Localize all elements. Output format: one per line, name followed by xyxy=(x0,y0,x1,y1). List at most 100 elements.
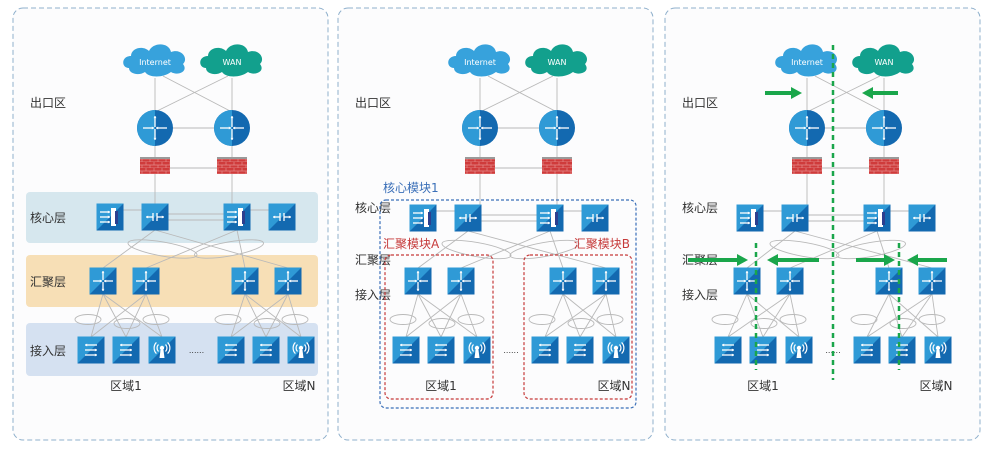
cloud-shape xyxy=(852,44,915,77)
wireless-ap-icon[interactable] xyxy=(785,336,813,364)
access-switch-icon[interactable] xyxy=(714,336,742,364)
core-switch-icon[interactable] xyxy=(454,204,482,232)
panel-frame xyxy=(337,7,654,441)
link-aggregation-ellipse xyxy=(428,318,456,329)
aggregation-switch-icon[interactable] xyxy=(592,267,620,295)
firewall-icon[interactable] xyxy=(869,157,899,174)
link-line xyxy=(236,229,246,269)
router-icon[interactable] xyxy=(789,110,825,146)
traffic-direction-arrow-icon xyxy=(765,87,802,99)
router-icon[interactable] xyxy=(866,110,902,146)
link-line xyxy=(244,293,302,338)
access-switch-icon[interactable] xyxy=(853,336,881,364)
link-line xyxy=(549,230,564,269)
link-line xyxy=(605,293,617,338)
access-switch-icon[interactable] xyxy=(427,336,455,364)
firewall-icon[interactable] xyxy=(792,157,822,174)
internet-cloud[interactable]: Internet xyxy=(123,44,186,77)
link-aggregation-ellipse xyxy=(74,314,102,325)
core-switch-firewall-icon[interactable] xyxy=(536,204,564,232)
core-switch-icon[interactable] xyxy=(268,203,296,231)
aggregation-switch-icon[interactable] xyxy=(404,267,432,295)
wireless-ap-icon[interactable] xyxy=(287,336,315,364)
aggregation-switch-icon[interactable] xyxy=(274,267,302,295)
wireless-ap-icon[interactable] xyxy=(463,336,491,364)
link-aggregation-ellipse xyxy=(127,239,198,259)
label-core-layer: 核心层 xyxy=(30,211,66,225)
access-switch-icon[interactable] xyxy=(77,336,105,364)
wireless-ap-icon[interactable] xyxy=(602,336,630,364)
label-aggregation-module-a: 汇聚模块A xyxy=(383,237,440,251)
area-ellipsis: ...... xyxy=(189,346,204,355)
access-switch-icon[interactable] xyxy=(217,336,245,364)
link-line xyxy=(806,75,881,113)
access-switch-icon[interactable] xyxy=(566,336,594,364)
link-line xyxy=(931,293,939,338)
aggregation-switch-icon[interactable] xyxy=(918,267,946,295)
router-icon[interactable] xyxy=(137,110,173,146)
wan-cloud[interactable]: WAN xyxy=(852,44,915,77)
core-switch-icon[interactable] xyxy=(781,204,809,232)
aggregation-switch-icon[interactable] xyxy=(549,267,577,295)
traffic-direction-arrow-icon xyxy=(688,254,748,266)
label-aggregation-module-b: 汇聚模块B xyxy=(574,237,630,251)
link-aggregation-ellipse xyxy=(389,314,417,325)
link-aggregation-ellipse xyxy=(889,318,917,329)
firewall-icon[interactable] xyxy=(217,157,247,174)
aggregation-switch-icon[interactable] xyxy=(132,267,160,295)
core-switch-icon[interactable] xyxy=(141,203,169,231)
link-line xyxy=(102,293,163,338)
core-switch-firewall-icon[interactable] xyxy=(409,204,437,232)
wireless-ap-icon[interactable] xyxy=(924,336,952,364)
firewall-icon[interactable] xyxy=(140,157,170,174)
aggregation-switch-icon[interactable] xyxy=(447,267,475,295)
access-switch-icon[interactable] xyxy=(749,336,777,364)
link-line xyxy=(866,293,890,338)
firewall-icon[interactable] xyxy=(465,157,495,174)
label-area-1: 区域1 xyxy=(425,379,457,393)
wan-cloud[interactable]: WAN xyxy=(525,44,588,77)
aggregation-switch-icon[interactable] xyxy=(776,267,804,295)
internet-cloud[interactable]: Internet xyxy=(775,44,838,77)
cloud-label: WAN xyxy=(223,58,242,67)
core-switch-icon[interactable] xyxy=(581,204,609,232)
core-switch-firewall-icon[interactable] xyxy=(736,204,764,232)
router-icon[interactable] xyxy=(214,110,250,146)
core-switch-icon[interactable] xyxy=(908,204,936,232)
wireless-ap-icon[interactable] xyxy=(148,336,176,364)
firewall-icon[interactable] xyxy=(542,157,572,174)
aggregation-switch-icon[interactable] xyxy=(89,267,117,295)
link-aggregation-ellipse xyxy=(113,318,141,329)
link-line xyxy=(405,293,462,338)
link-line xyxy=(440,293,462,338)
core-switch-firewall-icon[interactable] xyxy=(223,203,251,231)
label-access-layer: 接入层 xyxy=(682,287,718,302)
core-switch-firewall-icon[interactable] xyxy=(863,204,891,232)
links xyxy=(389,75,624,338)
link-line xyxy=(727,293,791,338)
link-aggregation-ellipse xyxy=(918,314,946,325)
cloud-label: WAN xyxy=(548,58,567,67)
link-aggregation-ellipse xyxy=(836,239,906,260)
router-icon[interactable] xyxy=(539,110,575,146)
access-switch-icon[interactable] xyxy=(392,336,420,364)
links xyxy=(74,75,309,338)
aggregation-switch-icon[interactable] xyxy=(231,267,259,295)
wan-cloud[interactable]: WAN xyxy=(200,44,263,77)
access-switch-icon[interactable] xyxy=(888,336,916,364)
internet-cloud[interactable]: Internet xyxy=(448,44,511,77)
access-switch-icon[interactable] xyxy=(531,336,559,364)
traffic-direction-arrow-icon xyxy=(862,87,898,99)
access-switch-icon[interactable] xyxy=(112,336,140,364)
router-icon[interactable] xyxy=(462,110,498,146)
aggregation-module-b-frame xyxy=(523,254,633,400)
link-line xyxy=(417,293,478,338)
area-ellipsis: ...... xyxy=(825,346,840,355)
label-access-layer: 接入层 xyxy=(355,287,391,302)
core-switch-firewall-icon[interactable] xyxy=(96,203,124,231)
link-line xyxy=(102,229,156,269)
label-egress-zone: 出口区 xyxy=(682,96,718,110)
label-area-n: 区域N xyxy=(283,379,316,393)
area-ellipsis: ...... xyxy=(503,346,518,355)
access-switch-icon[interactable] xyxy=(252,336,280,364)
